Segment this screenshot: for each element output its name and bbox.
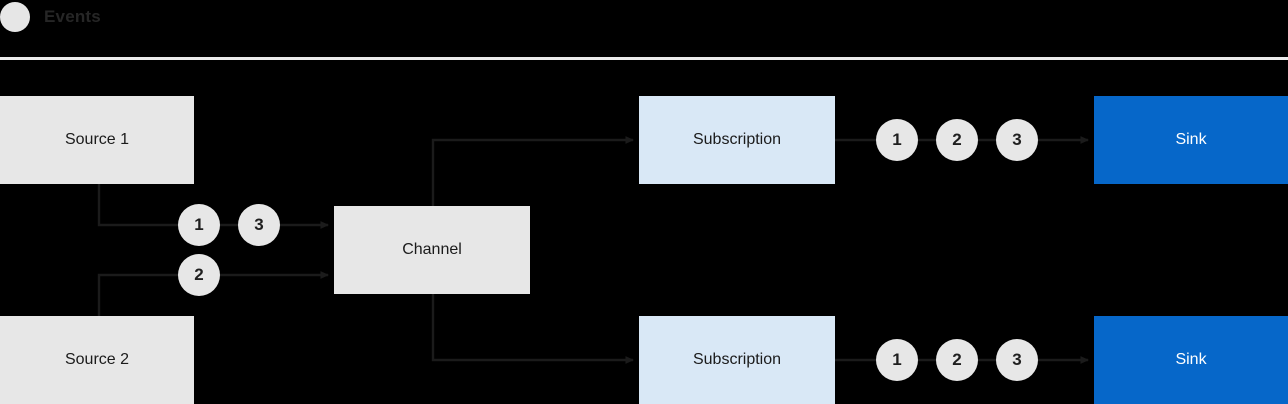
- event-token: 2: [178, 254, 220, 296]
- event-token: 3: [996, 119, 1038, 161]
- event-dot-icon: [0, 2, 30, 32]
- event-token: 1: [178, 204, 220, 246]
- header-divider: [0, 57, 1288, 60]
- event-token: 2: [936, 119, 978, 161]
- event-token: 1: [876, 119, 918, 161]
- event-token: 2: [936, 339, 978, 381]
- node-subscription-1[interactable]: Subscription: [639, 96, 835, 184]
- legend-label: Events: [44, 7, 101, 26]
- node-sink-2-label: Sink: [1175, 351, 1207, 369]
- node-source-1-label: Source 1: [64, 131, 130, 149]
- node-sink-1-label: Sink: [1175, 131, 1207, 149]
- node-subscription-2-label: Subscription: [692, 351, 782, 369]
- node-sink-2[interactable]: Sink: [1094, 316, 1288, 404]
- node-subscription-2[interactable]: Subscription: [639, 316, 835, 404]
- node-subscription-1-label: Subscription: [692, 131, 782, 149]
- edge-source2-to-channel: [97, 271, 329, 316]
- legend: Events: [0, 2, 101, 32]
- node-sink-1[interactable]: Sink: [1094, 96, 1288, 184]
- node-source-1[interactable]: Source 1: [0, 96, 194, 184]
- edge-channel-to-subscription1: [431, 136, 634, 206]
- node-channel[interactable]: Channel: [334, 206, 530, 294]
- node-channel-label: Channel: [402, 241, 462, 259]
- event-token: 3: [238, 204, 280, 246]
- event-token: 3: [996, 339, 1038, 381]
- node-source-2[interactable]: Source 2: [0, 316, 194, 404]
- edge-channel-to-subscription2: [431, 294, 634, 364]
- event-token: 1: [876, 339, 918, 381]
- node-source-2-label: Source 2: [64, 351, 130, 369]
